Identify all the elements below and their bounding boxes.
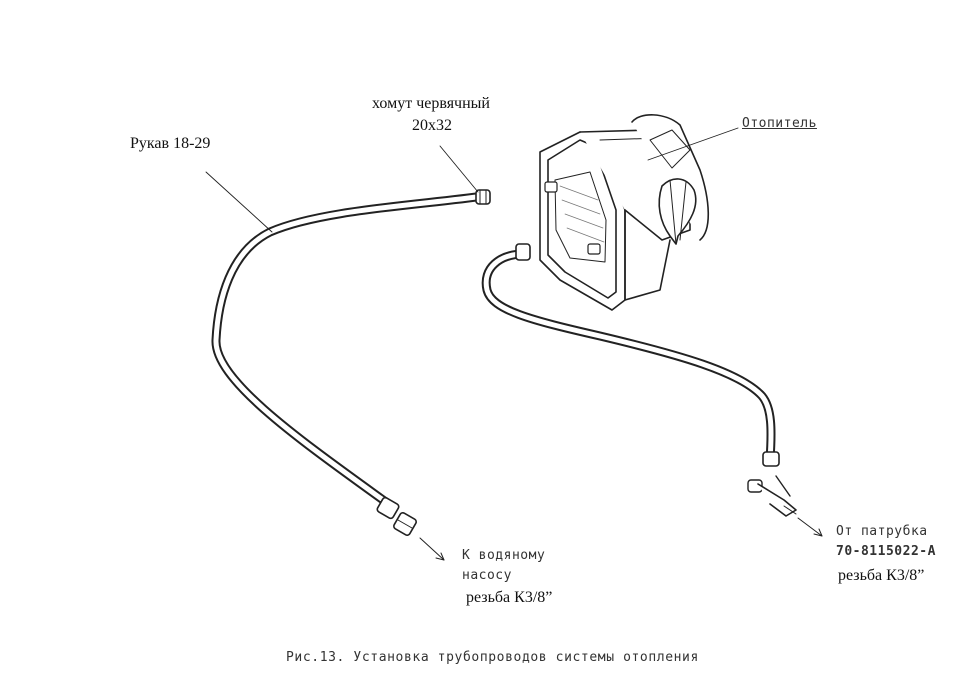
clamp-right-top — [515, 243, 531, 261]
clamp-label-line1: хомут червячный — [372, 95, 490, 112]
fitting-right — [747, 475, 797, 517]
thread-left-label: резьба К3/8” — [466, 589, 553, 606]
hose-label: Рукав 18-29 — [130, 135, 211, 152]
from-pipe-label-line1: От патрубка — [836, 524, 928, 539]
arrow-from-pipe — [797, 517, 823, 537]
clamp-label-line2: 20х32 — [412, 117, 452, 134]
leader-hose — [205, 171, 273, 233]
heater-unit — [539, 114, 739, 311]
from-pipe-label-line2: 70-8115022-А — [836, 544, 936, 559]
clamp-top — [475, 189, 491, 205]
thread-right-label: резьба К3/8” — [838, 567, 925, 584]
fitting-left — [376, 496, 417, 536]
heater-label: Отопитель — [742, 116, 817, 131]
left-hose — [211, 191, 489, 510]
right-hose — [481, 249, 776, 465]
figure-caption: Рис.13. Установка трубопроводов системы … — [286, 650, 699, 665]
clamp-right-bottom — [762, 451, 780, 467]
leader-clamp — [439, 145, 479, 193]
to-pump-label-line1: К водяному — [462, 548, 546, 563]
to-pump-label-line2: насосу — [462, 568, 512, 583]
arrow-to-pump — [419, 537, 445, 561]
